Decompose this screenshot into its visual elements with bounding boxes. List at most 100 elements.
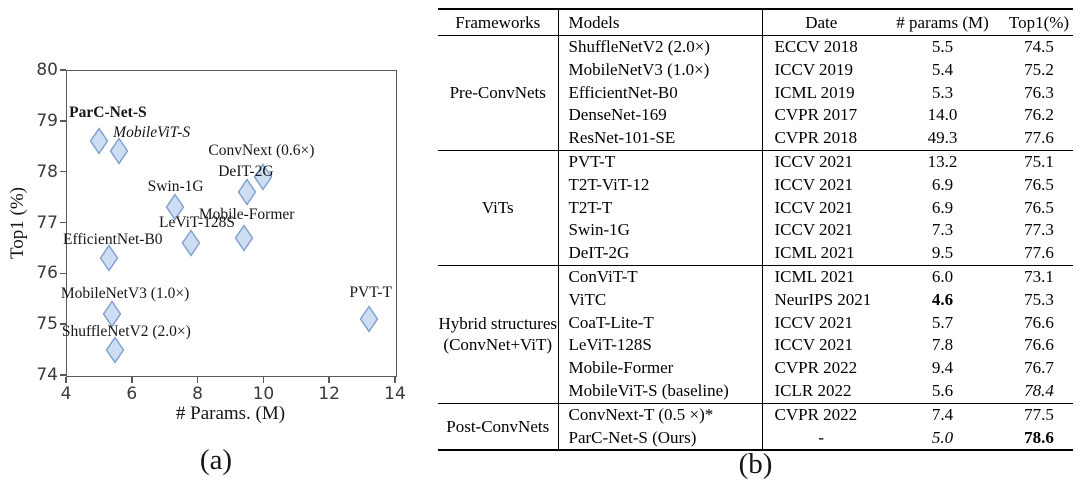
y-axis-tick	[60, 374, 66, 376]
framework-cell: Post-ConvNets	[438, 402, 559, 451]
data-point-EfficientNet-B0	[99, 244, 119, 277]
framework-cell: Hybrid structures(ConvNet+ViT)	[438, 264, 559, 404]
date-cell: CVPR 2022	[774, 358, 858, 378]
x-tick-label: 12	[318, 384, 341, 404]
top1-cell: 73.1	[1005, 264, 1073, 289]
model-cell: Mobile-Former	[558, 357, 763, 380]
date-cell: NeurIPS 2021	[774, 289, 872, 309]
framework-label-line: Pre-ConvNets	[449, 83, 546, 103]
date-cell: ICCV 2021	[774, 197, 854, 217]
table-row: EfficientNet-B0 ICML 2019 5.3 76.3	[438, 81, 1073, 105]
framework-label-line: (ConvNet+ViT)	[443, 335, 553, 355]
params-cell: 5.4	[931, 59, 954, 79]
y-tick-label: 75	[36, 314, 58, 335]
y-axis-tick	[60, 120, 66, 122]
model-cell: ConvNext-T (0.5 ×)*	[558, 402, 763, 427]
data-point-Swin-1G	[165, 193, 185, 226]
date-cell: CVPR 2022	[762, 402, 880, 427]
model-cell: T2T-ViT-12	[558, 173, 763, 197]
diamond-marker-icon	[109, 137, 128, 166]
data-point-MobileViT-S	[109, 137, 129, 170]
column-header: Date	[762, 9, 880, 36]
top1-cell: 76.6	[1024, 335, 1054, 355]
top1-cell: 75.2	[1024, 59, 1054, 79]
model-cell: MobileViT-S (baseline)	[558, 379, 763, 404]
model-cell: ShuffleNetV2 (2.0×)	[558, 34, 763, 59]
date-cell: -	[818, 427, 825, 447]
date-cell: ICCV 2019	[774, 59, 854, 79]
y-tick-label: 74	[36, 365, 58, 385]
point-label: EfficientNet-B0	[62, 231, 163, 249]
top1-cell: 75.3	[1024, 289, 1054, 309]
diamond-marker-icon	[99, 244, 119, 272]
params-cell: 14.0	[927, 105, 958, 125]
model-cell: EfficientNet-B0	[558, 81, 763, 105]
top1-cell: 76.6	[1024, 312, 1054, 332]
data-point-LeViT-128S	[181, 229, 201, 262]
y-tick-label: 79	[36, 110, 58, 131]
model-cell: CoaT-Lite-T	[558, 311, 763, 335]
column-header: Models	[558, 9, 763, 36]
data-point-MobileNetV3 (1.0×)	[102, 300, 122, 333]
model-cell: ConViT-T	[558, 264, 763, 289]
point-label: ParC-Net-S	[69, 104, 147, 122]
top1-cell: 76.7	[1024, 358, 1054, 378]
top1-cell: 77.3	[1024, 220, 1054, 240]
framework-label-line: Hybrid structures	[438, 314, 557, 334]
diamond-marker-icon	[165, 193, 184, 221]
column-header: Frameworks	[438, 9, 559, 36]
panel-a-caption: (a)	[199, 444, 233, 476]
params-cell: 9.5	[931, 243, 954, 263]
date-cell: ICLR 2022	[774, 380, 852, 400]
model-cell: DenseNet-169	[558, 104, 763, 128]
date-cell: ICCV 2021	[774, 174, 854, 194]
date-cell: ICCV 2021	[774, 220, 854, 240]
point-label: LeViT-128S	[159, 213, 236, 231]
framework-cell: ViTs	[438, 149, 559, 266]
model-cell: PVT-T	[558, 149, 763, 174]
diamond-marker-icon	[254, 163, 273, 191]
params-cell: 49.3	[927, 128, 958, 148]
params-cell: 7.3	[931, 220, 954, 240]
panel-b-caption: (b)	[738, 448, 773, 480]
table-row: Post-ConvNets ConvNext-T (0.5 ×)*CVPR 202…	[438, 402, 1073, 451]
point-label: Swin-1G	[147, 178, 204, 196]
framework-label-line: Post-ConvNets	[446, 417, 550, 437]
date-cell: ICML 2019	[774, 82, 855, 102]
diamond-marker-icon	[102, 300, 122, 328]
top1-cell: 74.5	[1005, 34, 1073, 59]
params-cell: 7.8	[931, 335, 954, 355]
x-axis-tick	[196, 376, 199, 383]
params-cell: 4.6	[931, 289, 954, 309]
point-label: PVT-T	[349, 284, 392, 302]
plot-area-border	[66, 70, 397, 377]
top1-cell: 76.3	[1024, 82, 1054, 102]
framework-label-line: ViTs	[481, 198, 514, 218]
params-cell: 5.3	[931, 82, 954, 102]
date-cell: ICCV 2021	[762, 149, 880, 174]
diamond-marker-icon	[181, 229, 201, 257]
diamond-marker-icon	[105, 335, 125, 364]
y-tick-label: 78	[36, 161, 58, 182]
date-cell: CVPR 2018	[774, 128, 858, 148]
model-cell: Swin-1G	[558, 219, 763, 243]
params-cell: 5.6	[931, 380, 954, 400]
x-tick-label: 4	[60, 384, 72, 404]
data-point-ShuffleNetV2 (2.0×)	[105, 335, 125, 369]
top1-cell: 76.2	[1024, 105, 1054, 125]
top1-cell: 75.1	[1005, 149, 1073, 174]
x-axis-title: # Params. (M)	[175, 403, 286, 424]
top1-cell: 76.5	[1024, 174, 1054, 194]
